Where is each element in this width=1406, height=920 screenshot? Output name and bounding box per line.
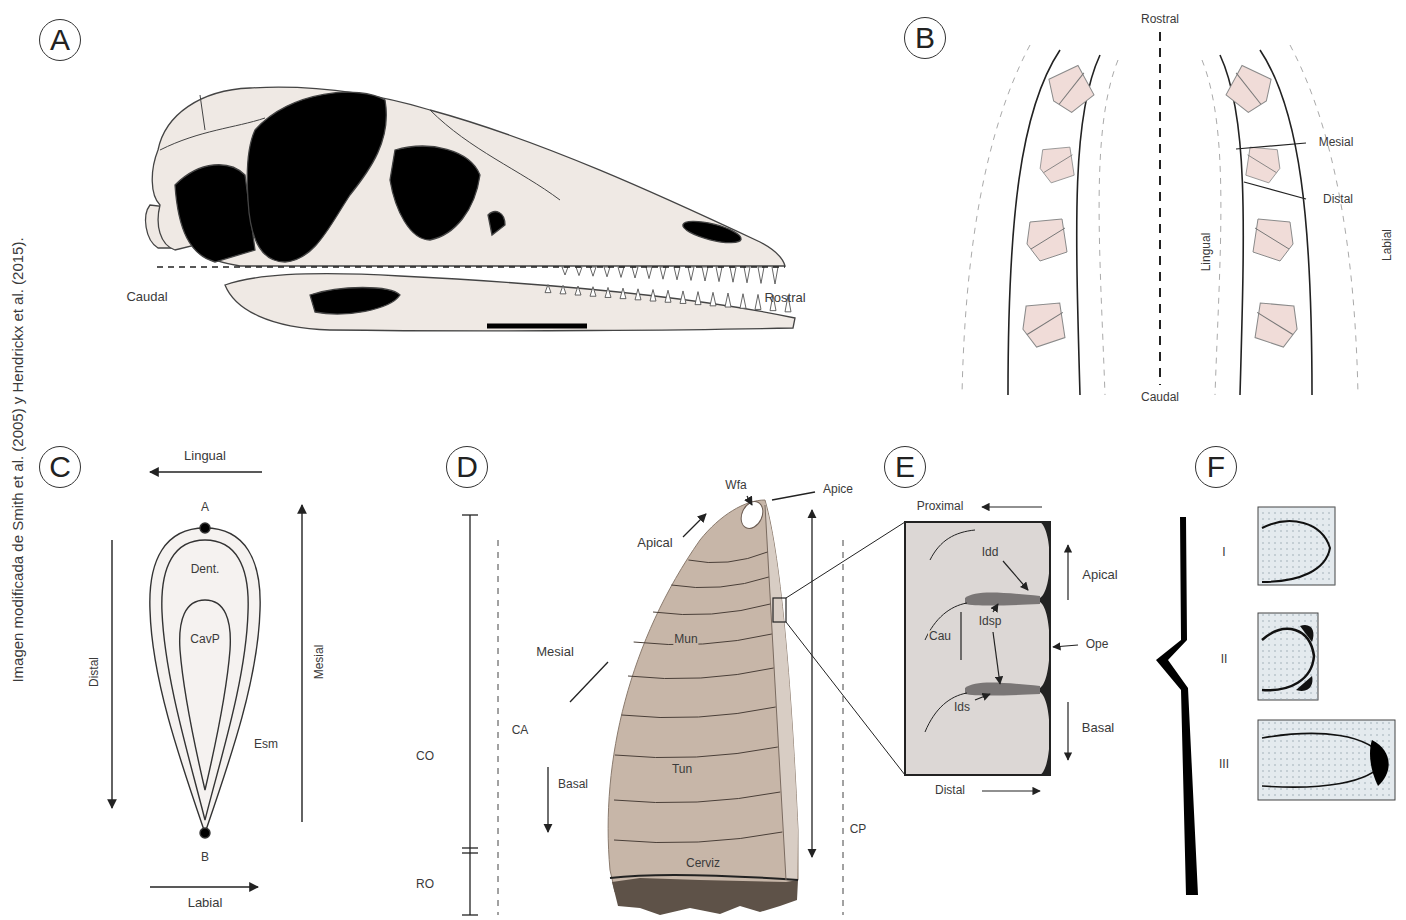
jaw-diagram xyxy=(962,32,1358,395)
denticle-inset xyxy=(905,522,1050,775)
part-label: Distal xyxy=(934,784,966,797)
tooth-drawing xyxy=(498,498,905,915)
image-credit: Imagen modificada de Smith et al. (2005)… xyxy=(10,236,27,683)
panel-letter: D xyxy=(446,446,488,488)
part-label: I xyxy=(1221,546,1226,559)
panel-letter-text: D xyxy=(456,452,478,482)
panel-letter: B xyxy=(904,17,946,59)
part-label: RO xyxy=(415,878,435,891)
part-label: Tun xyxy=(671,763,693,776)
part-label: Ope xyxy=(1085,638,1110,651)
part-label: Lingual xyxy=(183,449,227,463)
panel-letter-text: E xyxy=(895,452,915,482)
part-label: Esm xyxy=(253,738,279,751)
denticle-types xyxy=(1156,507,1395,895)
part-label: Mesial xyxy=(313,644,326,681)
panel-letter-text: C xyxy=(49,452,71,482)
part-label: Mun xyxy=(673,633,698,646)
part-label: Idd xyxy=(981,546,1000,559)
part-label: Apice xyxy=(822,483,854,496)
part-label: Caudal xyxy=(125,290,168,304)
panel-letter: A xyxy=(39,19,81,61)
part-label: Cerviz xyxy=(685,857,721,870)
panel-letter-text: A xyxy=(50,25,70,55)
orientation-arrows xyxy=(462,492,815,915)
part-label: Proximal xyxy=(916,500,965,513)
part-label: Labial xyxy=(1381,228,1394,262)
part-label: Distal xyxy=(88,656,101,688)
part-label: CavP xyxy=(189,633,220,646)
part-label: Labial xyxy=(187,896,224,910)
part-label: II xyxy=(1220,653,1229,666)
part-label: Caudal xyxy=(1140,391,1180,404)
part-label: Mesial xyxy=(535,645,575,659)
part-label: Apical xyxy=(636,536,673,550)
panel-letter-text: F xyxy=(1207,452,1225,482)
panel-letter: F xyxy=(1195,446,1237,488)
part-label: CO xyxy=(415,750,435,763)
part-label: Basal xyxy=(1081,721,1116,735)
part-label: Ids xyxy=(953,701,971,714)
part-label: Lingual xyxy=(1200,232,1213,273)
part-label: Rostral xyxy=(1140,13,1180,26)
part-label: Wfa xyxy=(724,479,747,492)
part-label: Apical xyxy=(1081,568,1118,582)
panel-letter-text: B xyxy=(915,23,935,53)
part-label: Cau xyxy=(928,630,952,643)
part-label: Distal xyxy=(1322,193,1354,206)
panel-letter: E xyxy=(884,446,926,488)
part-label: A xyxy=(200,501,210,514)
part-label: Idsp xyxy=(978,615,1003,628)
callout-arrows xyxy=(975,507,1078,791)
part-label: CP xyxy=(849,823,868,836)
scale-bar xyxy=(487,324,587,329)
part-label: Basal xyxy=(557,778,589,791)
part-label: III xyxy=(1218,758,1230,771)
part-label: CA xyxy=(511,724,530,737)
skull-drawing xyxy=(146,87,795,331)
panel-letter: C xyxy=(39,446,81,488)
part-label: Mesial xyxy=(1318,136,1355,149)
part-label: Dent. xyxy=(190,563,221,576)
part-label: B xyxy=(200,851,210,864)
tooth-cross-section xyxy=(112,472,302,887)
part-label: Rostral xyxy=(763,291,806,305)
